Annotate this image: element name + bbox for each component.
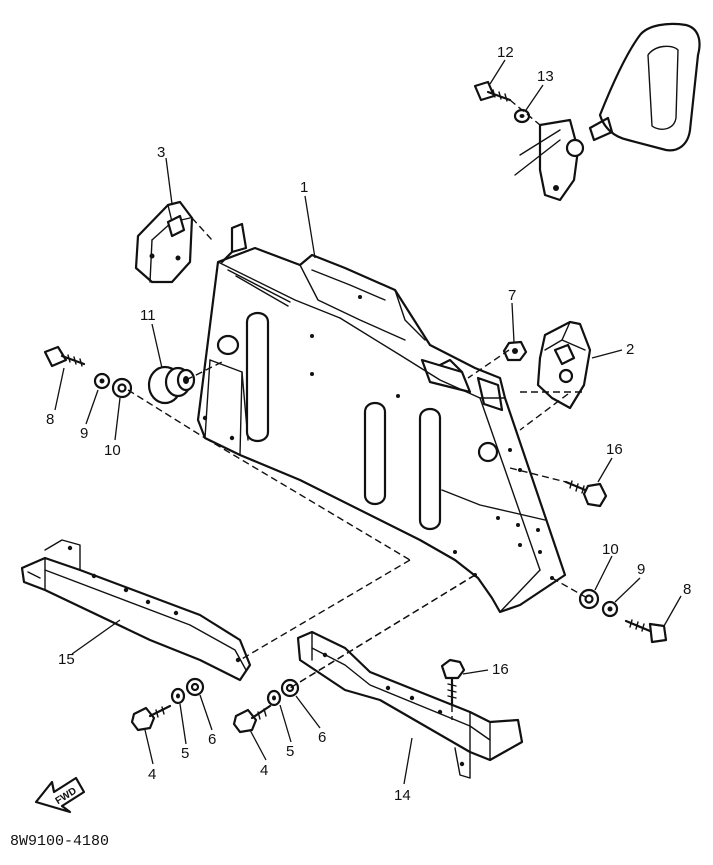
callout-10-right: 10 [602,541,619,558]
rail-14 [296,630,524,779]
callout-11: 11 [140,307,156,324]
callout-10-left: 10 [104,442,121,459]
bolt-16-right [564,480,608,508]
callout-13: 13 [537,68,554,85]
washer-5-left [170,687,186,705]
callout-12: 12 [497,44,514,61]
main-frame [196,222,567,614]
washer-10-left [111,377,133,399]
leader-lines [54,59,682,785]
washer-6-right [280,678,300,698]
callout-4-right: 4 [260,762,268,779]
fwd-arrow: FWD [34,776,86,814]
callout-3: 3 [157,144,165,161]
callout-8-right: 8 [683,581,691,598]
washer-6-left [185,677,205,697]
bolt-8-left [43,345,86,368]
callout-14: 14 [394,787,411,804]
callout-8-left: 8 [46,411,54,428]
washer-10-right [578,588,600,610]
washer-9-right [601,600,619,618]
bolt-12 [473,80,512,102]
bolt-4-left [130,704,172,732]
callout-6-right: 6 [318,729,326,746]
bracket-3 [134,200,194,284]
assembly-center-lines [127,99,590,720]
bolt-8-right [624,619,668,644]
callout-2: 2 [626,341,634,358]
callout-15: 15 [58,651,75,668]
callout-5-right: 5 [286,743,294,760]
drawing-code: 8W9100-4180 [10,833,109,850]
seat-handle-assembly [514,22,701,202]
washer-9-left [93,372,111,390]
bolt-4-right [232,704,272,734]
bolt-16-bottom [440,658,466,707]
callout-7: 7 [508,287,516,304]
callout-labels: 1 2 3 4 4 5 5 6 6 7 8 8 9 9 10 10 11 12 … [46,44,691,804]
bracket-2 [536,320,592,410]
washer-5-right [266,689,282,707]
callout-16-right: 16 [606,441,623,458]
nut-7 [502,340,528,362]
callout-9-left: 9 [80,425,88,442]
callout-4-left: 4 [148,766,156,783]
callout-6-left: 6 [208,731,216,748]
callout-5-left: 5 [181,745,189,762]
nut-13 [513,108,531,124]
grommet-11 [147,365,196,405]
rail-15 [20,539,252,682]
callout-16-bottom: 16 [492,661,509,678]
callout-1: 1 [300,179,308,196]
callout-9-right: 9 [637,561,645,578]
